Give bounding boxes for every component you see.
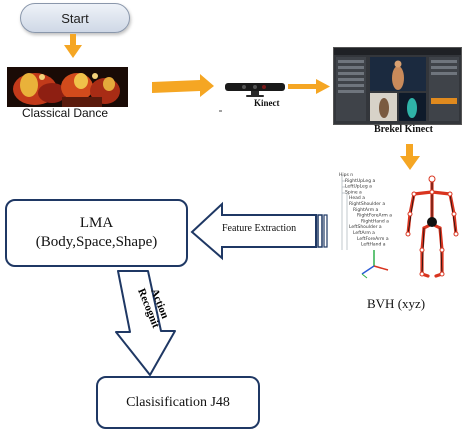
feature-extraction-arrow — [190, 201, 328, 261]
kinect-caption: Kinect — [254, 98, 280, 108]
action-recognition-arrow — [115, 270, 176, 376]
bvh-hierarchy-line: Spine a — [345, 189, 362, 195]
arrow-dance-to-kinect — [152, 74, 214, 97]
brekel-kinect-screenshot — [333, 47, 462, 125]
start-label: Start — [61, 10, 89, 26]
axis-gizmo-icon — [361, 250, 389, 279]
bvh-hierarchy-line: RightUpLeg a — [345, 178, 375, 184]
arrow-start-to-dance — [64, 34, 82, 58]
bvh-hierarchy-line: Hips n — [339, 172, 353, 178]
arrow-kinect-to-brekel — [288, 79, 330, 94]
bvh-hierarchy-line: RightForeArm a — [357, 213, 392, 219]
feature-extraction-label: Feature Extraction — [222, 223, 297, 234]
bvh-hierarchy-line: Head a — [349, 195, 365, 201]
classical-dance-caption: Classical Dance — [22, 106, 109, 120]
classification-j48-box: Clasisification J48 — [96, 376, 260, 429]
lma-box: LMA (Body,Space,Shape) — [5, 199, 188, 267]
bvh-hierarchy-line: RightArm a — [353, 207, 379, 213]
bvh-hierarchy-line: LeftHand a — [361, 242, 386, 248]
bvh-hierarchy-line: LeftArm a — [353, 230, 375, 236]
classical-dance-image — [7, 67, 128, 107]
bvh-hierarchy-line: LeftForeArm a — [357, 236, 389, 242]
lma-subtitle: (Body,Space,Shape) — [35, 234, 158, 250]
classification-label: Clasisification J48 — [126, 394, 230, 410]
bvh-hierarchy-line: RightShoulder a — [349, 201, 385, 207]
kinect-sensor-icon — [225, 83, 285, 97]
bvh-hierarchy-line: LeftShoulder a — [349, 224, 382, 230]
start-node: Start — [20, 3, 130, 33]
bvh-hierarchy-line: RightHand a — [361, 218, 389, 224]
bvh-hierarchy-line: LeftUpLeg a — [345, 184, 372, 190]
brekel-kinect-caption: Brekel Kinect — [374, 124, 433, 135]
bvh-caption: BVH (xyz) — [367, 296, 426, 311]
arrow-brekel-to-bvh — [400, 144, 420, 170]
lma-title: LMA — [79, 215, 114, 231]
